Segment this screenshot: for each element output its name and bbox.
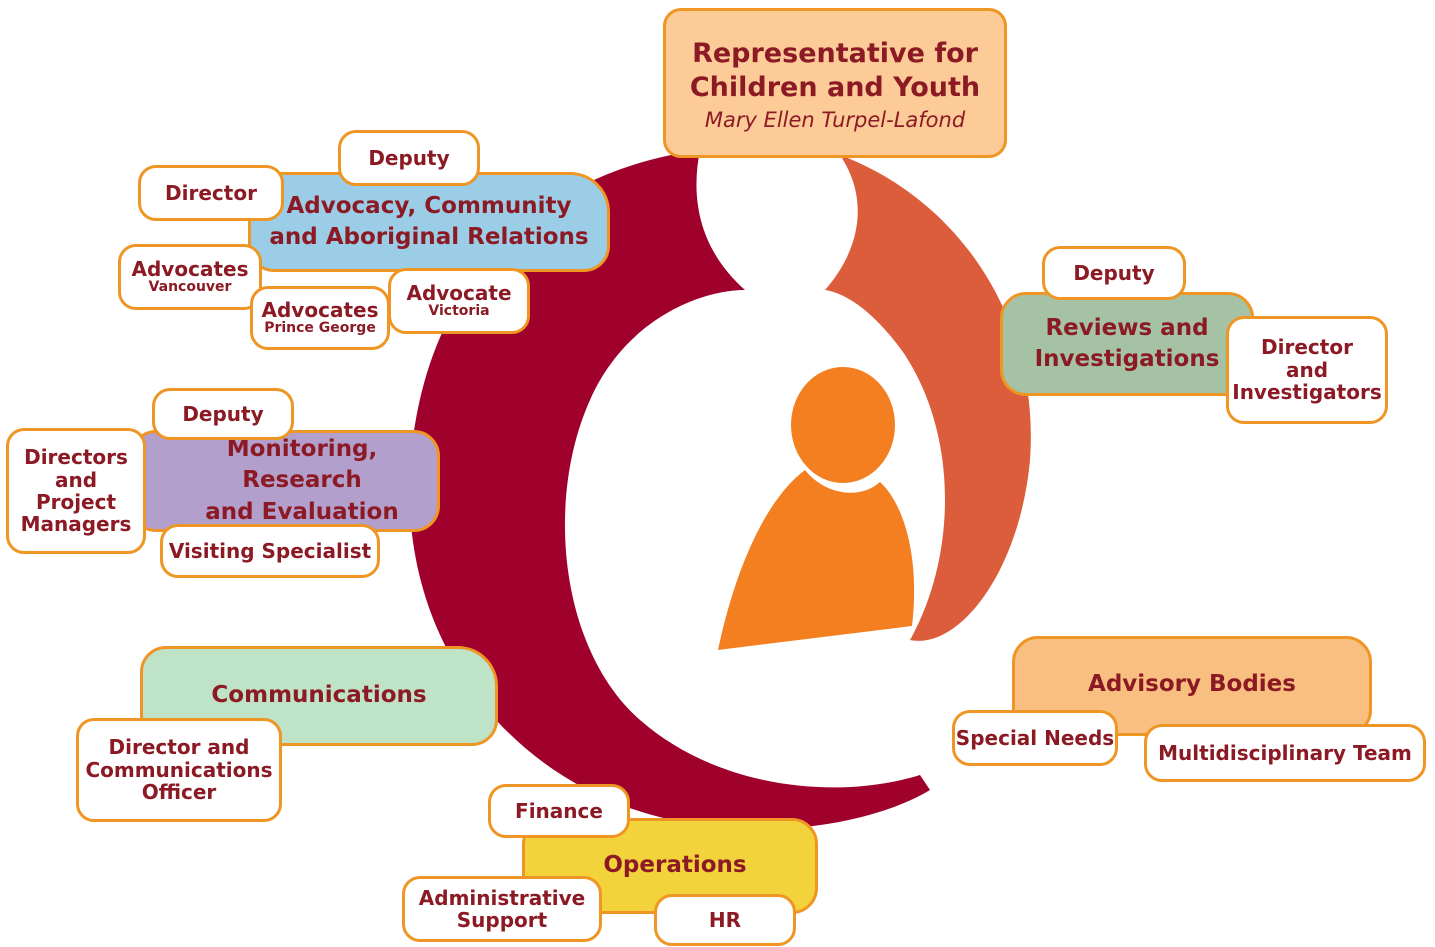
communications-officer-line3: Officer — [141, 780, 217, 805]
reviews-director-line1: Director — [1261, 335, 1353, 360]
finance-box: Finance — [488, 784, 630, 838]
communications-officer-line2: Communications — [85, 757, 273, 782]
representative-title-line1: Representative for — [692, 37, 978, 69]
advocates-vancouver-label: Advocates — [131, 256, 249, 281]
communications-officer-line1: Director and — [108, 735, 250, 760]
multidisciplinary-label: Multidisciplinary Team — [1158, 740, 1412, 765]
reviews-director-line2: and — [1285, 357, 1329, 382]
advocacy-deputy-label: Deputy — [368, 145, 450, 170]
monitoring-deputy-box: Deputy — [152, 388, 294, 440]
advocates-prince-george-box: Advocates Prince George — [250, 286, 390, 350]
monitoring-directors-box: Directors and Project Managers — [6, 428, 146, 554]
special-needs-label: Special Needs — [955, 725, 1115, 750]
representative-box: Representative for Children and Youth Ma… — [663, 8, 1007, 158]
reviews-director-box: Director and Investigators — [1226, 316, 1388, 424]
monitoring-title-line2: and Evaluation — [205, 498, 399, 525]
advocacy-title-line1: Advocacy, Community — [286, 192, 572, 219]
figure-body — [718, 470, 915, 650]
advocates-vancouver-location: Vancouver — [148, 279, 232, 296]
monitoring-deputy-label: Deputy — [182, 401, 264, 426]
reviews-director-line3: Investigators — [1232, 380, 1382, 405]
reviews-deputy-label: Deputy — [1073, 260, 1155, 285]
hr-label: HR — [708, 907, 742, 932]
finance-label: Finance — [515, 798, 603, 823]
logo-ring-light — [825, 155, 1031, 641]
administrative-support-box: Administrative Support — [402, 876, 602, 942]
administrative-support-line2: Support — [456, 908, 548, 932]
visiting-specialist-box: Visiting Specialist — [160, 524, 380, 578]
monitoring-title-line1: Monitoring, Research — [226, 436, 378, 494]
monitoring-box: Monitoring, Research and Evaluation — [130, 430, 440, 532]
logo-ring-dark — [409, 150, 930, 830]
figure-head — [791, 367, 895, 483]
advocate-victoria-label: Advocate — [406, 280, 512, 305]
operations-title: Operations — [603, 852, 747, 879]
monitoring-directors-line2: and — [54, 467, 98, 492]
advocacy-director-label: Director — [165, 180, 257, 205]
advocacy-director-box: Director — [138, 165, 284, 221]
advocates-prince-george-label: Advocates — [261, 297, 379, 322]
representative-title-line2: Children and Youth — [689, 71, 981, 103]
communications-title: Communications — [211, 682, 427, 709]
monitoring-directors-line1: Directors — [24, 445, 128, 470]
administrative-support-line1: Administrative — [418, 885, 586, 910]
advocates-prince-george-location: Prince George — [264, 320, 376, 337]
multidisciplinary-box: Multidisciplinary Team — [1144, 724, 1426, 782]
representative-name: Mary Ellen Turpel-Lafond — [704, 107, 966, 132]
reviews-deputy-box: Deputy — [1042, 246, 1186, 300]
advocacy-deputy-box: Deputy — [338, 130, 480, 186]
advocate-victoria-box: Advocate Victoria — [388, 268, 530, 334]
advocacy-box: Advocacy, Community and Aboriginal Relat… — [248, 172, 610, 272]
advocacy-title-line2: and Aboriginal Relations — [269, 224, 589, 250]
advocate-victoria-location: Victoria — [428, 303, 490, 320]
advisory-title: Advisory Bodies — [1088, 671, 1296, 697]
reviews-box: Reviews and Investigations — [1000, 292, 1254, 396]
monitoring-directors-line3: Project — [35, 490, 117, 514]
special-needs-box: Special Needs — [952, 710, 1118, 766]
monitoring-directors-line4: Managers — [20, 512, 132, 537]
hr-box: HR — [654, 894, 796, 946]
reviews-title-line1: Reviews and — [1045, 314, 1209, 341]
communications-officer-box: Director and Communications Officer — [76, 718, 282, 822]
advocates-vancouver-box: Advocates Vancouver — [118, 244, 262, 310]
reviews-title-line2: Investigations — [1034, 346, 1220, 372]
visiting-specialist-label: Visiting Specialist — [168, 538, 372, 563]
